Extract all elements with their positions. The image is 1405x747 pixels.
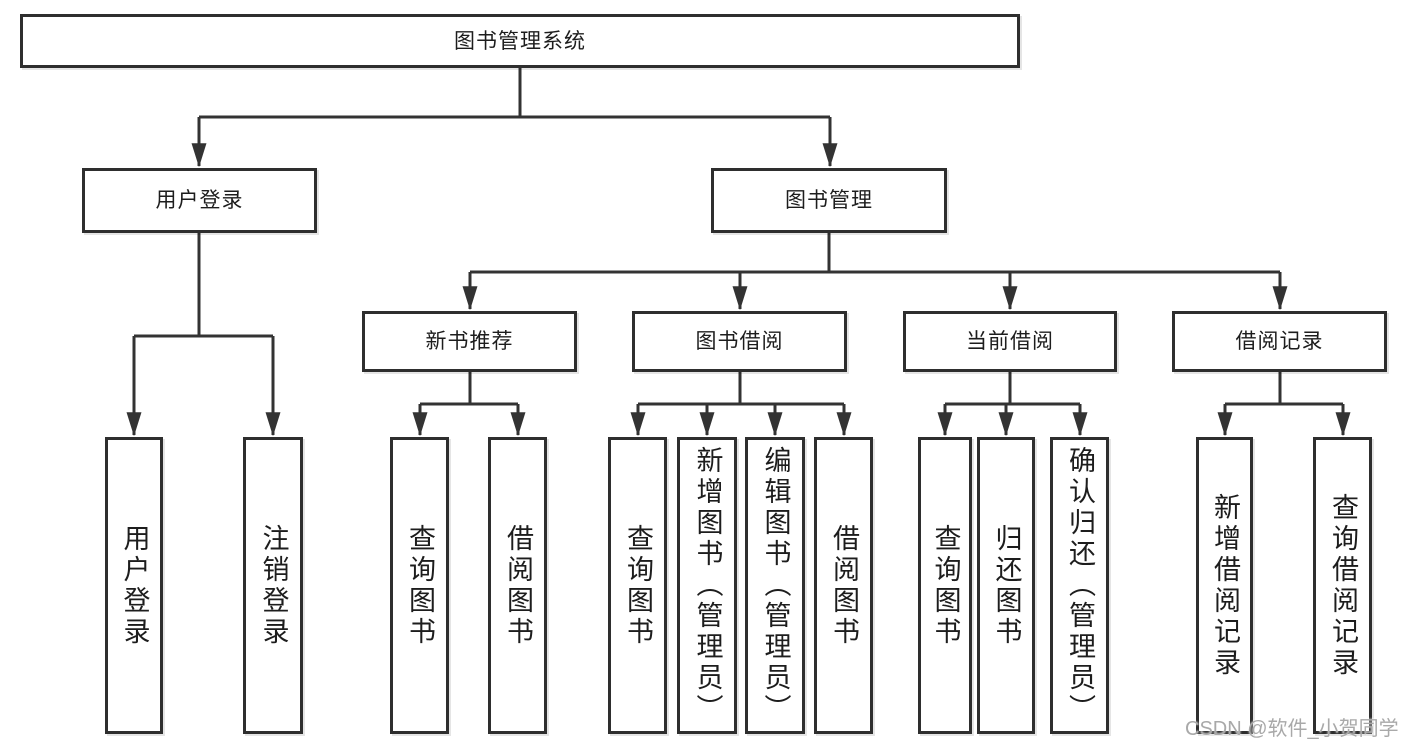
node-label: 新增借阅记录 <box>1210 492 1240 679</box>
node-label: 借阅记录 <box>1235 330 1324 353</box>
node-label: 借阅图书 <box>503 523 533 648</box>
node-label: 确认归还（管理员） <box>1065 446 1095 725</box>
node-leaf-borrow-books-2: 借阅图书 <box>814 437 873 734</box>
node-label: 图书借阅 <box>695 330 784 353</box>
node-new-book-recommend: 新书推荐 <box>362 311 577 372</box>
node-label: 新书推荐 <box>425 330 514 353</box>
node-label: 新增图书（管理员） <box>692 446 723 725</box>
node-label: 用户登录 <box>119 523 150 648</box>
csdn-watermark: CSDN @软件_小贺同学 <box>1185 718 1399 740</box>
node-current-borrowing: 当前借阅 <box>903 311 1117 372</box>
node-book-management: 图书管理 <box>711 168 947 233</box>
node-root-library-system: 图书管理系统 <box>20 14 1020 68</box>
node-book-borrowing: 图书借阅 <box>632 311 847 372</box>
node-leaf-query-books-3: 查询图书 <box>918 437 972 734</box>
node-leaf-return-books: 归还图书 <box>977 437 1035 734</box>
node-leaf-query-books-1: 查询图书 <box>390 437 449 734</box>
node-label: 编辑图书（管理员） <box>760 446 791 725</box>
node-borrowing-records: 借阅记录 <box>1172 311 1387 372</box>
node-leaf-add-borrow-record: 新增借阅记录 <box>1196 437 1253 734</box>
node-label: 查询图书 <box>405 523 435 648</box>
node-leaf-user-login: 用户登录 <box>105 437 163 734</box>
node-label: 当前借阅 <box>966 330 1054 353</box>
node-label: 用户登录 <box>155 189 244 212</box>
node-user-login: 用户登录 <box>82 168 317 233</box>
node-label: 借阅图书 <box>829 523 859 648</box>
node-label: 查询借阅记录 <box>1328 492 1358 679</box>
node-leaf-logout: 注销登录 <box>243 437 303 734</box>
node-leaf-confirm-return-admin: 确认归还（管理员） <box>1050 437 1109 734</box>
node-leaf-borrow-books-1: 借阅图书 <box>488 437 547 734</box>
node-leaf-query-books-2: 查询图书 <box>608 437 667 734</box>
node-leaf-edit-books-admin: 编辑图书（管理员） <box>745 437 805 734</box>
node-label: 查询图书 <box>930 523 961 648</box>
node-label: 归还图书 <box>991 523 1022 648</box>
node-label: 查询图书 <box>623 523 653 648</box>
node-leaf-query-borrow-record: 查询借阅记录 <box>1313 437 1372 734</box>
node-label: 图书管理系统 <box>454 29 586 53</box>
node-leaf-add-books-admin: 新增图书（管理员） <box>677 437 737 734</box>
node-label: 图书管理 <box>785 189 873 212</box>
node-label: 注销登录 <box>258 523 289 648</box>
